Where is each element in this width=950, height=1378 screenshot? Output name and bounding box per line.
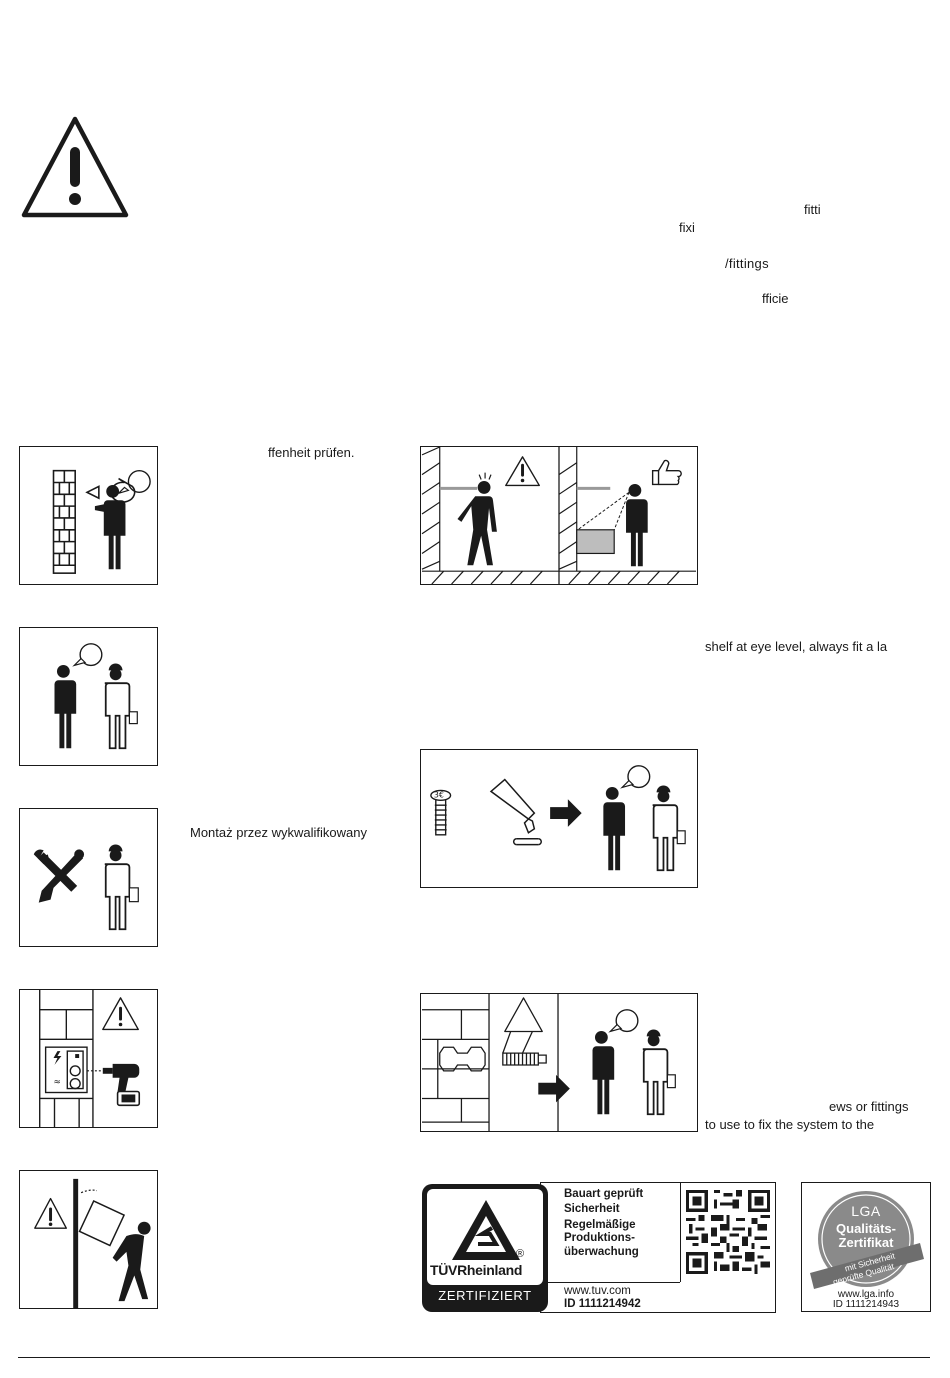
- tuv-logo-icon: [422, 1184, 548, 1312]
- lga-id: ID 1111214943: [832, 1299, 900, 1310]
- text-fragment: fficie: [762, 291, 789, 306]
- tuv-registered: ®: [516, 1248, 525, 1260]
- tuv-url: www.tuv.com: [564, 1285, 631, 1297]
- shelf-height-panel: [420, 446, 698, 585]
- consult-expert-icon: [54, 643, 138, 750]
- text-fragment: fixi: [679, 220, 695, 235]
- tools-installer-panel: [19, 808, 158, 947]
- tuv-certificate: TÜVRheinland ® ZERTIFIZIERT Bauart geprü…: [420, 1182, 776, 1314]
- text-fragment: /fittings: [725, 256, 769, 271]
- hidden-cables-drill-icon: ≈: [39, 990, 141, 1127]
- tools-installer-icon: [33, 844, 139, 931]
- text-fragment: ews or fittings: [829, 1099, 909, 1114]
- tuv-line-4: Produktions-: [564, 1232, 635, 1244]
- falling-object-icon: [34, 1178, 151, 1308]
- falling-object-panel: [19, 1170, 158, 1309]
- text-fragment: Montaż przez wykwalifikowany: [190, 825, 368, 840]
- tuv-line-3: Regelmäßige: [564, 1219, 636, 1231]
- wall-plug-consult-icon: [422, 994, 676, 1131]
- tuv-line-2: Sicherheit: [564, 1203, 620, 1215]
- hidden-cables-panel: ≈: [19, 989, 158, 1128]
- tuv-brand: TÜVRheinland: [430, 1262, 523, 1278]
- warning-triangle-icon: [21, 116, 129, 218]
- svg-text:≈: ≈: [54, 1078, 61, 1088]
- consult-expert-panel: [19, 627, 158, 766]
- lga-certificate: LGA Qualitäts- Zertifikat mit Sicherheit…: [801, 1182, 931, 1312]
- lga-title-2: Zertifikat: [838, 1235, 894, 1250]
- lga-title-1: Qualitäts-: [836, 1221, 896, 1236]
- shelf-height-comparison-icon: [421, 447, 696, 584]
- text-fragment: ffenheit prüfen.: [268, 445, 355, 460]
- wall-plug-panel: [420, 993, 698, 1132]
- qr-code-icon: [683, 1187, 773, 1277]
- lga-url: www.lga.info: [837, 1289, 895, 1300]
- fixings-consult-icon: 3€: [430, 765, 686, 872]
- tuv-line-1: Bauart geprüft: [564, 1188, 644, 1200]
- wall-inspection-panel: [19, 446, 158, 585]
- tuv-id: ID 1111214942: [564, 1298, 641, 1310]
- fixings-consult-panel: 3€: [420, 749, 698, 888]
- text-fragment: fitti: [804, 202, 821, 217]
- tuv-line-5: überwachung: [564, 1246, 639, 1258]
- svg-text:3€: 3€: [434, 790, 444, 799]
- tuv-badge: ZERTIFIZIERT: [438, 1288, 532, 1303]
- wall-inspection-icon: [52, 469, 151, 574]
- text-fragment: to use to fix the system to the: [705, 1117, 875, 1132]
- text-fragment: shelf at eye level, always fit a la: [705, 639, 888, 654]
- lga-seal-icon: [810, 1191, 924, 1289]
- lga-logo: LGA: [851, 1203, 881, 1219]
- footer-divider: [18, 1357, 930, 1358]
